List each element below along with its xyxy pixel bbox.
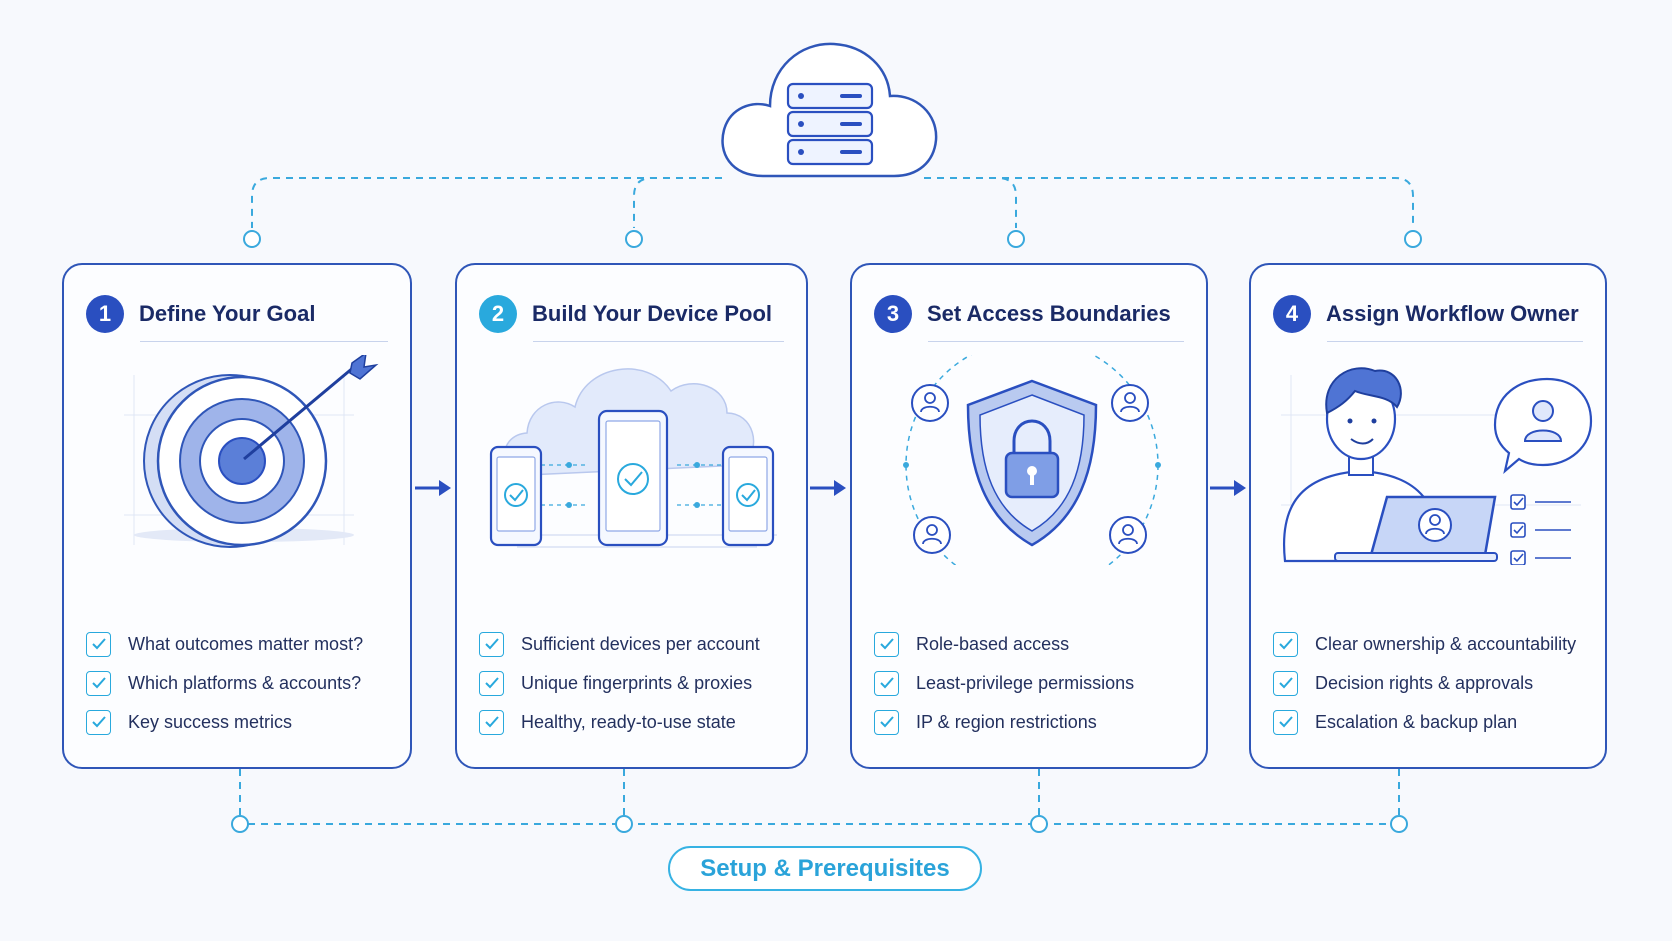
step-card-4: 4 Assign Workflow Owner Clear ownership …: [1249, 263, 1607, 769]
workflow-owner-icon: [1281, 367, 1593, 565]
step-number-badge: 3: [874, 295, 912, 333]
top-node-3: [1007, 230, 1025, 248]
list-item: Which platforms & accounts?: [86, 670, 398, 696]
checklist: What outcomes matter most? Which platfor…: [86, 631, 398, 748]
checklist: Role-based access Least-privilege permis…: [874, 631, 1194, 748]
step-title: Set Access Boundaries: [927, 301, 1171, 326]
list-item: Sufficient devices per account: [479, 631, 794, 657]
checkbox-checked-icon: [874, 670, 899, 696]
divider: [533, 341, 784, 342]
target-arrow-icon: [124, 355, 379, 548]
checkbox-checked-icon: [874, 709, 899, 735]
divider: [928, 341, 1184, 342]
arrow-right-icon: [1210, 480, 1246, 496]
list-item: Decision rights & approvals: [1273, 670, 1593, 696]
step-card-1: 1 Define Your Goal What outcomes matter …: [62, 263, 412, 769]
checkbox-checked-icon: [479, 670, 504, 696]
list-item: Clear ownership & accountability: [1273, 631, 1593, 657]
checkbox-checked-icon: [86, 631, 111, 657]
step-title: Build Your Device Pool: [532, 301, 773, 326]
checkbox-checked-icon: [1273, 670, 1298, 696]
checklist: Clear ownership & accountability Decisio…: [1273, 631, 1593, 748]
list-item-text: Decision rights & approvals: [1315, 672, 1534, 693]
list-item: Role-based access: [874, 631, 1194, 657]
checkbox-checked-icon: [1273, 631, 1298, 657]
list-item-text: Sufficient devices per account: [521, 633, 760, 654]
step-number-badge: 1: [86, 295, 124, 333]
list-item-text: IP & region restrictions: [916, 711, 1097, 732]
top-node-2: [625, 230, 643, 248]
step-header-2: 2 Build Your Device Pool: [479, 295, 784, 333]
list-item: Unique fingerprints & proxies: [479, 670, 794, 696]
list-item-text: Escalation & backup plan: [1315, 711, 1518, 732]
step-card-3: 3 Set Access Boundaries Role-based acces…: [850, 263, 1208, 769]
step-title: Define Your Goal: [139, 301, 316, 326]
list-item-text: Least-privilege permissions: [916, 672, 1135, 693]
list-item: IP & region restrictions: [874, 709, 1194, 735]
list-item: Key success metrics: [86, 709, 398, 735]
bottom-node-4: [1390, 815, 1408, 833]
checkbox-checked-icon: [479, 631, 504, 657]
list-item-text: Unique fingerprints & proxies: [521, 672, 753, 693]
bottom-node-1: [231, 815, 249, 833]
list-item-text: Which platforms & accounts?: [128, 672, 362, 693]
divider: [140, 341, 388, 342]
list-item-text: Healthy, ready-to-use state: [521, 711, 736, 732]
top-node-4: [1404, 230, 1422, 248]
step-number-badge: 2: [479, 295, 517, 333]
list-item-text: Clear ownership & accountability: [1315, 633, 1577, 654]
checkbox-checked-icon: [86, 709, 111, 735]
footer-label: Setup & Prerequisites: [668, 846, 982, 891]
divider: [1327, 341, 1583, 342]
bottom-node-3: [1030, 815, 1048, 833]
checkbox-checked-icon: [86, 670, 111, 696]
list-item: Healthy, ready-to-use state: [479, 709, 794, 735]
step-title: Assign Workflow Owner: [1326, 301, 1579, 326]
list-item-text: Key success metrics: [128, 711, 293, 732]
arrow-right-icon: [810, 480, 846, 496]
list-item: Escalation & backup plan: [1273, 709, 1593, 735]
checkbox-checked-icon: [874, 631, 899, 657]
step-header-1: 1 Define Your Goal: [86, 295, 388, 333]
shield-lock-icon: [903, 355, 1161, 565]
checkbox-checked-icon: [479, 709, 504, 735]
checklist: Sufficient devices per account Unique fi…: [479, 631, 794, 748]
list-item: What outcomes matter most?: [86, 631, 398, 657]
list-item: Least-privilege permissions: [874, 670, 1194, 696]
device-pool-icon: [489, 368, 777, 548]
bottom-node-2: [615, 815, 633, 833]
arrow-right-icon: [415, 480, 451, 496]
checkbox-checked-icon: [1273, 709, 1298, 735]
step-header-4: 4 Assign Workflow Owner: [1273, 295, 1583, 333]
cloud-server-icon: [721, 42, 938, 178]
top-node-1: [243, 230, 261, 248]
list-item-text: Role-based access: [916, 633, 1070, 654]
step-card-2: 2 Build Your Device Pool Sufficient devi…: [455, 263, 808, 769]
list-item-text: What outcomes matter most?: [128, 633, 364, 654]
step-header-3: 3 Set Access Boundaries: [874, 295, 1184, 333]
step-number-badge: 4: [1273, 295, 1311, 333]
